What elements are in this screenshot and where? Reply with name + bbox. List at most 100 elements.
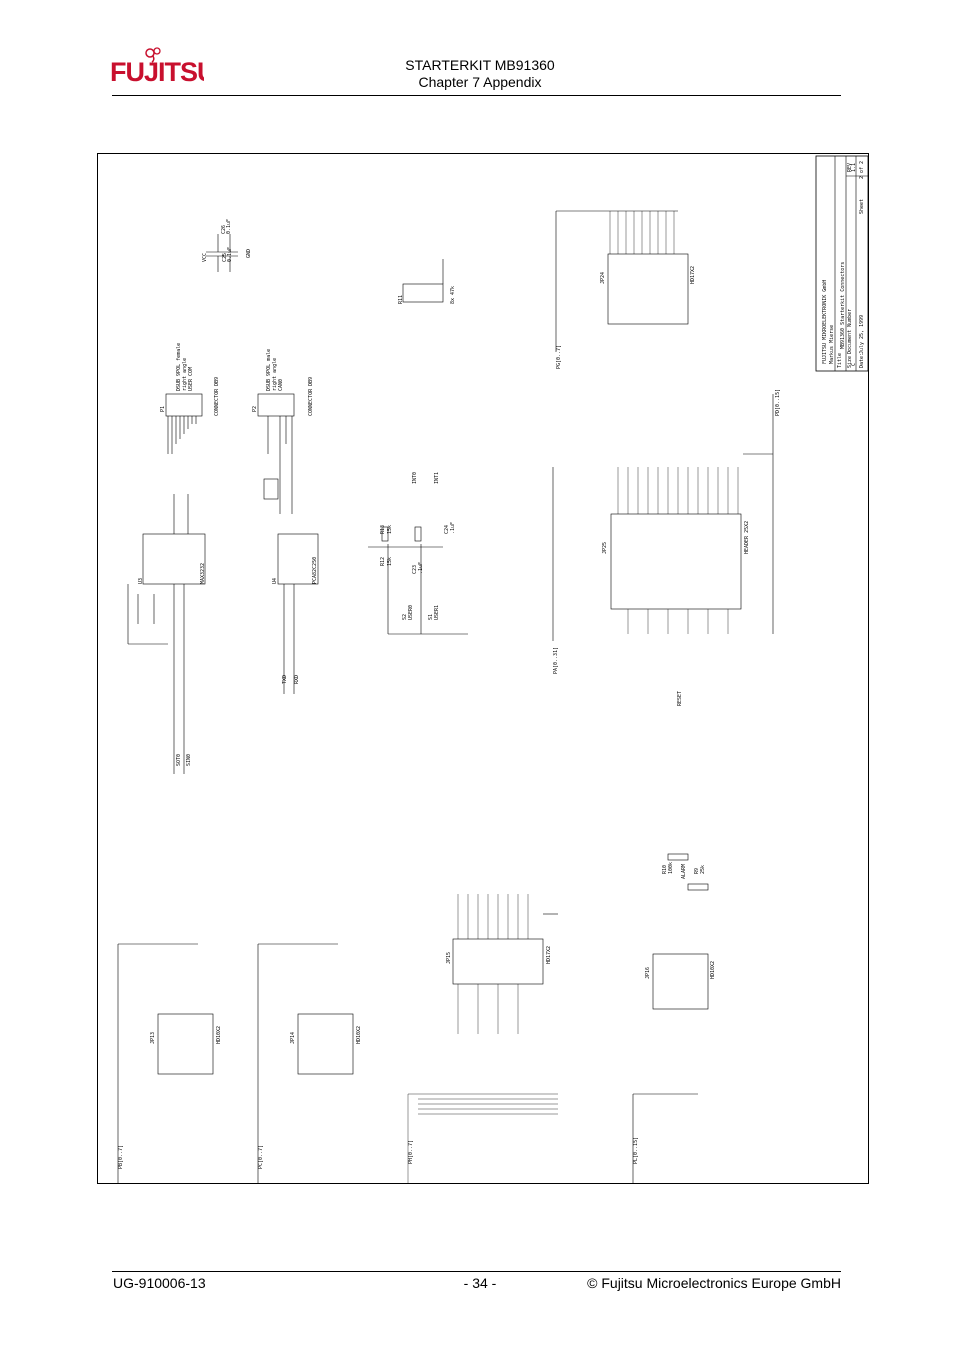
title-block: FUJITSU MIKROELEKTRONIK GmbH Markus Mier… [815,155,869,372]
resistor-network-r11: R11 8x 47k [398,259,456,304]
r13-ref: R13 [380,525,386,534]
jp13-ref: JP13 [150,1032,156,1044]
alarm-label: ALARM [681,864,687,879]
title-block-author: Markus Mierse [829,325,835,364]
ic-u3-max3232: U3 MAX3232 SOT0 SIN0 [127,494,206,774]
jp16-part: HD10X2 [710,961,716,979]
connector-p2: P2 DSUB 9POL male right angle CAN0 CONNE… [252,349,314,514]
title-block-rev-label: REV [847,163,853,172]
r9-value: 25k [700,865,706,874]
s2-label: USER0 [408,605,414,620]
title-block-date: July 25, 1999 [859,315,865,354]
bus-ph-label: PH[0..7] [408,1140,414,1164]
bus-pl-label: PL[0..15] [633,1137,639,1164]
fujitsu-logo: FUJITSU [110,47,204,87]
p2-desc2: right angle [272,358,278,391]
gnd-label: GND [246,249,252,258]
r12-value: 15k [387,557,393,566]
txd-label: TXD [282,675,288,684]
jp15-ref: JP15 [446,952,452,964]
header-divider [112,95,841,96]
reset-label: RESET [677,691,683,706]
svg-text:FUJITSU: FUJITSU [110,57,204,87]
bus-pc-label: PC[0..7] [258,1145,264,1169]
u4-ref: U4 [272,578,278,584]
sin0-label: SIN0 [186,754,192,766]
c26-value: 0.1uF [226,219,232,234]
r11-value: 8x 47k [450,286,456,304]
bus-pg-label: PG[0..7] [556,345,562,369]
title-block-title: MB91360 Starterkit Connectors [840,262,846,349]
footer-divider [112,1271,841,1272]
r13-value: 15k [387,525,393,534]
title-block-company: FUJITSU MIKROELEKTRONIK GmbH [822,280,828,364]
jp13-part: HD10X2 [216,1026,222,1044]
decoupling-caps: VCC C25 0.1uF C26 0.1uF GND [202,219,252,272]
u4-part: PCA82C250 [312,557,318,584]
jp15-part: HD17X2 [546,946,552,964]
header-jp15: JP15 HD17X2 [446,894,558,1034]
title-block-rev: 1.1 [851,163,857,172]
s1-label: USER1 [434,605,440,620]
bus-pb-label: PB[0..7] [118,1145,124,1169]
schematic-diagram: FUJITSU MIKROELEKTRONIK GmbH Markus Mier… [97,153,869,1184]
jp24-ref: JP24 [600,272,606,284]
title-block-title-label: Title [837,353,843,368]
header-jp13: JP13 HD10X2 PB[0..7] [117,943,222,1184]
c23-value: .1uF [418,562,424,574]
title-block-size: C [851,363,857,366]
p1-connector-type: CONNECTOR DB9 [214,377,220,416]
u3-ref: U3 [138,578,144,584]
c26-label: C26 [221,225,227,234]
jp24-part: HD17X2 [690,266,696,284]
r9-ref: R9 [694,868,700,874]
sot0-label: SOT0 [176,754,182,766]
connector-p1: P1 DSUB 9POL female right angle USER COM… [160,343,220,454]
title-block-date-label: Date: [859,353,865,368]
s2-ref: S2 [402,614,408,620]
p2-desc3: CAN0 [278,379,284,391]
title-block-size-label: Size [847,356,853,368]
p1-desc2: right angle [182,358,188,391]
bus-pa-label: PA[0..31] [553,647,559,674]
jp14-part: HD10X2 [356,1026,362,1044]
p1-desc1: DSUB 9POL female [176,343,182,391]
int1-label: INT1 [434,472,440,484]
title-block-sheet: 2 of 2 [859,161,865,179]
header-jp25: JP25 HEADER 25X2 PA[0..31] RESET PD[0..1… [552,389,781,706]
c25-value: 0.1uF [227,247,233,262]
c24-ref: C24 [444,525,450,534]
u3-part: MAX3232 [200,563,206,584]
title-block-sheet-label: Sheet [859,199,865,214]
jp14-ref: JP14 [290,1032,296,1044]
p2-desc1: DSUB 9POL male [266,349,272,391]
rxd-label: RXD [294,675,300,684]
bus-ph-lines: PH[0..7] [407,1093,558,1184]
document-title: STARTERKIT MB91360 [405,57,555,73]
chapter-title: Chapter 7 Appendix [418,74,542,90]
c25-label: C25 [222,253,228,262]
p2-connector-type: CONNECTOR DB9 [308,377,314,416]
header-jp24: JP24 HD17X2 PG[0..7] [555,210,696,369]
c23-ref: C23 [412,565,418,574]
int0-label: INT0 [412,472,418,484]
vcc-label: VCC [202,253,208,262]
p2-ref: P2 [252,406,258,412]
r12-ref: R12 [380,557,386,566]
header-jp14: JP14 HD10X2 PC[0..7] [257,943,362,1184]
jp25-ref: JP25 [602,542,608,554]
r11-ref: R11 [398,295,404,304]
jp16-ref: JP16 [645,967,651,979]
copyright-notice: © Fujitsu Microelectronics Europe GmbH [587,1275,841,1291]
s1-ref: S1 [428,614,434,620]
r10-value: 100k [668,862,674,874]
schematic-drawing: FUJITSU MIKROELEKTRONIK GmbH Markus Mier… [117,155,869,1184]
r10-ref: R10 [662,865,668,874]
page-number: - 34 - [463,1275,497,1291]
ic-u4-pca82c250: U4 PCA82C250 TXD RXD [263,478,319,694]
p1-ref: P1 [160,406,166,412]
document-id: UG-910006-13 [113,1275,206,1291]
c24-value: .1uF [450,522,456,534]
title-block-docnum-label: Document Number [847,309,853,354]
p1-desc3: USER COM [188,367,194,391]
